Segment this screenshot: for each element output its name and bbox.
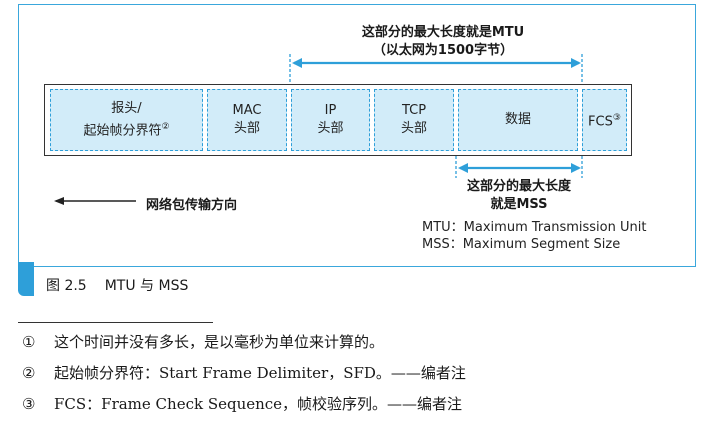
footnote-text: FCS：Frame Check Sequence，帧校验序列。——编者注 bbox=[54, 395, 463, 413]
legend: MTU：Maximum Transmission Unit MSS：Maximu… bbox=[422, 219, 646, 253]
footnote-mark: ① bbox=[22, 333, 36, 351]
footnote-mark: ② bbox=[22, 364, 36, 382]
segment-tcp-header: TCP 头部 bbox=[374, 89, 454, 151]
legend-mss: MSS：Maximum Segment Size bbox=[422, 237, 621, 252]
figure-caption: 图 2.5 MTU 与 MSS bbox=[46, 275, 188, 295]
figure-number: 图 2.5 bbox=[46, 278, 87, 294]
footnote-ref-3: ③ bbox=[612, 112, 621, 123]
footnote-1: ① 这个时间并没有多长，是以毫秒为单位来计算的。 bbox=[22, 331, 384, 352]
footnote-ref-2: ② bbox=[161, 121, 170, 132]
mss-caption-line1: 这部分的最大长度 bbox=[466, 179, 571, 194]
segment-data: 数据 bbox=[458, 89, 578, 151]
segment-label: IP bbox=[324, 103, 337, 118]
footnote-2: ② 起始帧分界符：Start Frame Delimiter，SFD。——编者注 bbox=[22, 362, 466, 383]
segment-label: 头部 bbox=[400, 121, 427, 136]
segment-label: TCP bbox=[401, 103, 427, 118]
mtu-caption-line1: 这部分的最大长度就是MTU bbox=[361, 25, 525, 40]
footnote-mark: ③ bbox=[22, 395, 36, 413]
footnote-divider bbox=[18, 322, 213, 323]
segment-preamble-sfd: 报头/起始帧分界符② bbox=[50, 89, 203, 151]
mss-caption-line2: 就是MSS bbox=[490, 197, 548, 212]
mtu-caption-line2: （以太网为1500字节） bbox=[372, 43, 514, 58]
segment-mac-header: MAC 头部 bbox=[207, 89, 287, 151]
segment-label: FCS bbox=[588, 114, 613, 130]
footnote-3: ③ FCS：Frame Check Sequence，帧校验序列。——编者注 bbox=[22, 393, 462, 414]
figure-frame bbox=[18, 4, 696, 267]
segment-label: 头部 bbox=[233, 121, 260, 136]
segment-ip-header: IP 头部 bbox=[291, 89, 370, 151]
segment-label: MAC bbox=[232, 103, 262, 118]
figure-tab-marker bbox=[18, 262, 34, 296]
mtu-caption: 这部分的最大长度就是MTU （以太网为1500字节） bbox=[330, 24, 556, 60]
direction-label: 网络包传输方向 bbox=[146, 198, 238, 213]
footnote-text: 这个时间并没有多长，是以毫秒为单位来计算的。 bbox=[54, 333, 385, 351]
segment-label: 头部 bbox=[317, 121, 344, 136]
segment-label: 数据 bbox=[504, 112, 531, 127]
mss-caption: 这部分的最大长度 就是MSS bbox=[456, 178, 582, 214]
segment-label: 报头/ bbox=[111, 100, 142, 116]
legend-mtu: MTU：Maximum Transmission Unit bbox=[422, 220, 647, 235]
figure-title: MTU 与 MSS bbox=[104, 278, 189, 294]
segment-label: 起始帧分界符 bbox=[83, 123, 162, 139]
footnote-text: 起始帧分界符：Start Frame Delimiter，SFD。——编者注 bbox=[54, 364, 466, 382]
segment-fcs: FCS③ bbox=[582, 89, 627, 151]
